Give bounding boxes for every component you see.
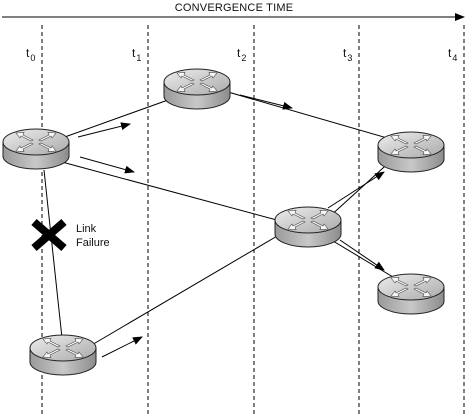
- time-labels: t0 t1 t2 t3 t4: [26, 46, 457, 63]
- time-label-t1: t1: [132, 46, 141, 63]
- time-label-t4: t4: [448, 46, 457, 63]
- link-b-c: [227, 91, 395, 141]
- link-failure-label-line2: Failure: [76, 237, 110, 249]
- link-a-d: [61, 161, 285, 223]
- routers: [2, 68, 445, 376]
- update-arrow-f-to-d: [101, 336, 143, 358]
- time-label-t3: t3: [343, 46, 352, 63]
- network-links: [43, 91, 399, 347]
- link-failure-icon: [31, 218, 67, 252]
- router-c: [377, 131, 445, 173]
- time-label-t2: t2: [237, 46, 246, 63]
- update-arrow-d-to-c: [327, 171, 385, 209]
- router-a: [2, 128, 70, 170]
- router-e: [377, 273, 445, 315]
- link-a-f-failed: [43, 169, 63, 339]
- update-arrow-a-to-b: [77, 122, 131, 138]
- update-arrow-a-to-d: [79, 156, 135, 174]
- link-a-b: [61, 99, 169, 139]
- link-d-e: [327, 237, 399, 281]
- update-arrow-d-to-e: [339, 239, 385, 271]
- link-d-c: [327, 157, 395, 219]
- router-d: [274, 206, 342, 248]
- link-f-d: [89, 231, 285, 347]
- update-arrows: [77, 94, 385, 358]
- update-arrow-b-to-c: [239, 94, 293, 110]
- convergence-time-title: CONVERGENCE TIME: [175, 2, 294, 14]
- link-failure-label-line1: Link: [76, 223, 97, 235]
- router-f: [29, 334, 97, 376]
- time-label-t0: t0: [26, 46, 35, 63]
- time-dividers: [41, 25, 465, 417]
- router-b: [163, 68, 231, 110]
